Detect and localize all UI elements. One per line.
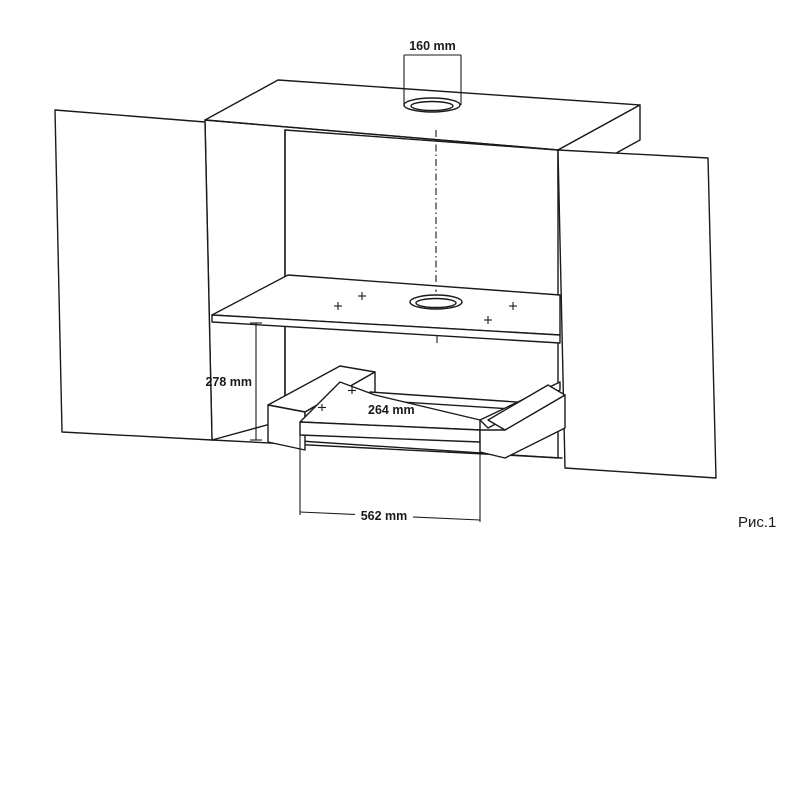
hood-mounting-frame xyxy=(267,365,566,459)
duct-diameter-label: 160 mm xyxy=(409,39,456,53)
shelf-duct-hole-inner xyxy=(415,297,457,309)
shelf-duct-hole xyxy=(409,294,463,310)
cabinet-front-frame xyxy=(204,119,559,151)
frame-fixing-marks xyxy=(318,387,356,411)
top-duct-hole-inner xyxy=(410,100,454,112)
left-door xyxy=(54,109,213,441)
shelf-fixing-marks xyxy=(334,292,517,343)
right-door xyxy=(557,149,717,479)
width-dim-label-bg xyxy=(355,507,413,523)
depth-dim-label: 264 mm xyxy=(368,403,415,417)
height-dim-label: 278 mm xyxy=(205,375,252,389)
width-dim-label: 562 mm xyxy=(361,509,408,523)
figure-caption: Рис.1 xyxy=(738,514,776,531)
cabinet-shelf-front xyxy=(211,314,561,344)
